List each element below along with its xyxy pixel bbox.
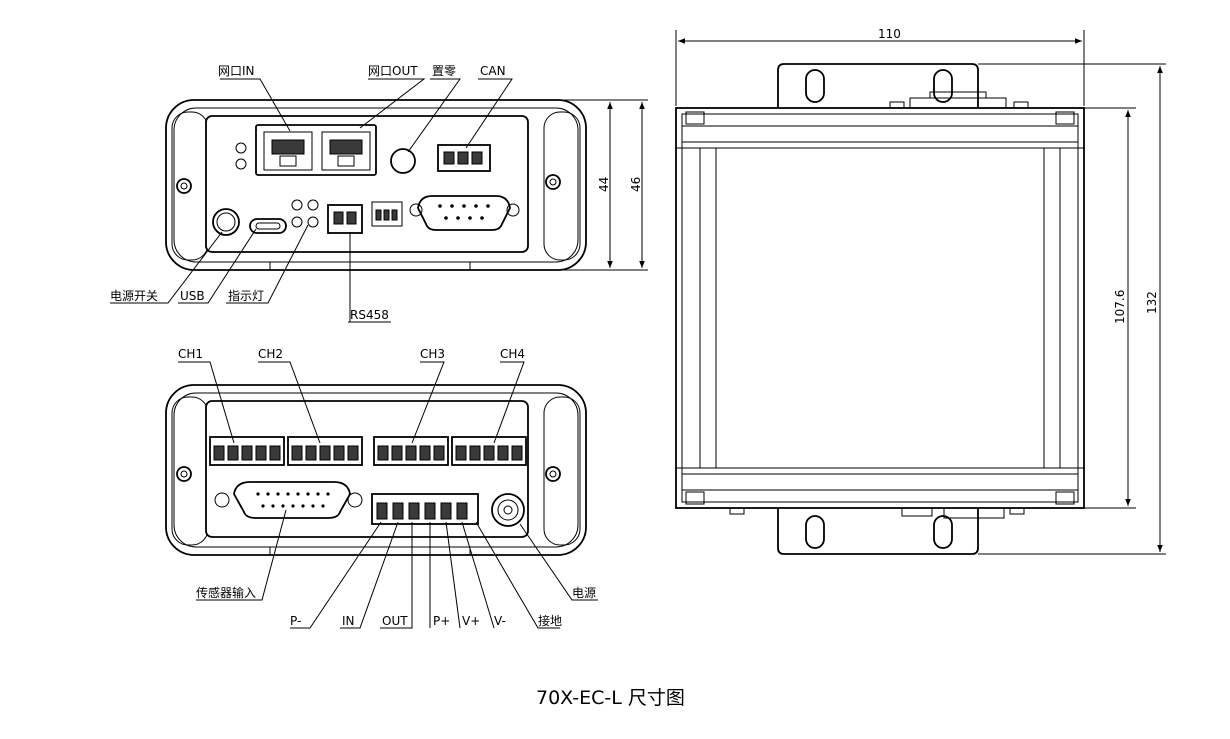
label-can: CAN <box>480 64 506 78</box>
label-ch1: CH1 <box>178 347 203 361</box>
dim-width-top: 110 <box>878 27 901 41</box>
drawing-title: 70X-EC-L 尺寸图 <box>536 687 685 709</box>
label-in: IN <box>342 614 355 628</box>
label-out: OUT <box>382 614 408 628</box>
label-power: 电源 <box>572 586 596 600</box>
dim-height-inner: 44 <box>597 177 611 192</box>
label-sensor-input: 传感器输入 <box>196 585 256 600</box>
label-power-switch: 电源开关 <box>110 289 158 303</box>
label-zero: 置零 <box>432 64 456 78</box>
dim-depth-inner: 107.6 <box>1113 290 1127 324</box>
label-v-minus: V- <box>494 614 506 628</box>
label-v-plus: V+ <box>462 614 480 628</box>
label-ch2: CH2 <box>258 347 283 361</box>
label-usb: USB <box>180 289 205 303</box>
label-ch3: CH3 <box>420 347 445 361</box>
label-lan-out: 网口OUT <box>368 64 418 78</box>
label-indicator: 指示灯 <box>228 288 264 303</box>
label-rs458: RS458 <box>350 308 389 322</box>
top-view: 110 107.6 132 <box>675 27 1166 555</box>
dim-height-outer: 46 <box>629 177 643 192</box>
dim-depth-outer: 132 <box>1145 291 1159 314</box>
rear-panel-view: CH1 CH2 CH3 CH4 传感器输入 P- IN OUT P+ V+ V-… <box>165 347 598 629</box>
label-p-minus: P- <box>290 614 301 628</box>
label-ground: 接地 <box>538 613 562 628</box>
label-p-plus: P+ <box>433 614 450 628</box>
label-lan-in: 网口IN <box>218 64 255 78</box>
label-ch4: CH4 <box>500 347 525 361</box>
front-panel-view: 网口IN 网口OUT 置零 CAN 电源开关 USB 指示灯 RS458 44 … <box>110 64 648 323</box>
